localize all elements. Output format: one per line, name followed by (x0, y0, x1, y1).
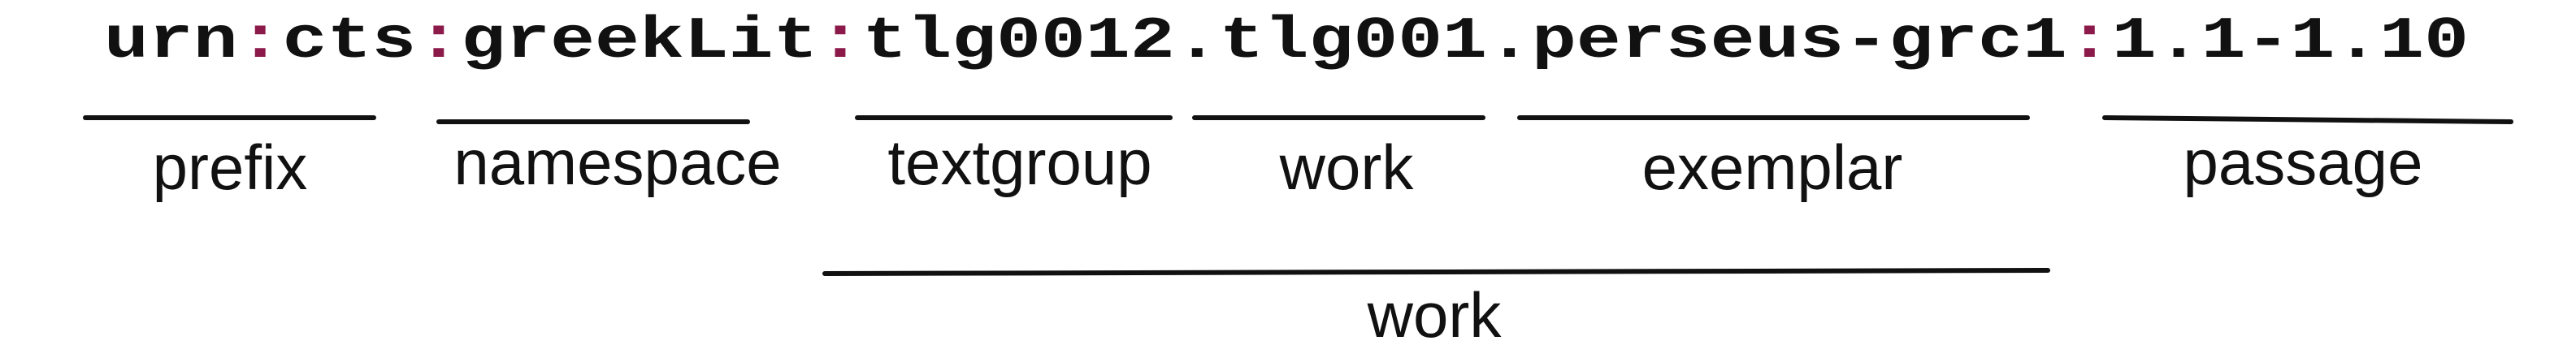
label-passage: passage (2184, 127, 2423, 198)
label-namespace: namespace (453, 127, 781, 198)
urn-separator: : (817, 8, 862, 75)
rule-passage (2102, 115, 2513, 124)
urn-segment: greekLit (461, 8, 817, 75)
urn-segment: . (1487, 8, 1532, 75)
urn-string: urn:cts:greekLit:tlg0012.tlg001.perseus-… (104, 8, 2469, 75)
label-work: work (1279, 132, 1415, 203)
urn-separator: : (238, 8, 283, 75)
label-exemplar: exemplar (1642, 132, 1903, 203)
label-work-group: work (1367, 279, 1503, 351)
urn-segment: perseus-grc1 (1532, 8, 2067, 75)
urn-separator: : (416, 8, 461, 75)
label-prefix: prefix (153, 132, 308, 203)
urn-separator: : (2067, 8, 2112, 75)
urn-segment: . (1175, 8, 1220, 75)
urn-segment: tlg001 (1220, 8, 1487, 75)
urn-segment: urn (104, 8, 238, 75)
label-textgroup: textgroup (887, 127, 1151, 198)
urn-segment: cts (283, 8, 417, 75)
urn-segment: 1.1-1.10 (2112, 8, 2469, 75)
rule-work-group (822, 268, 2050, 276)
urn-segment: tlg0012 (862, 8, 1174, 75)
